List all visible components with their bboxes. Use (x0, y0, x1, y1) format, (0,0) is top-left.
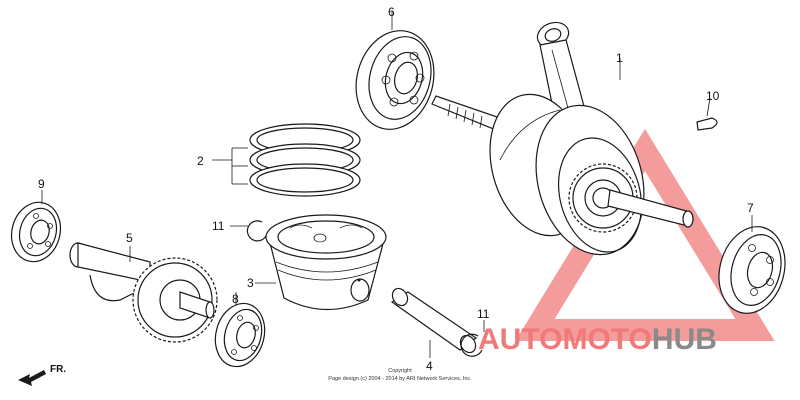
piston-part-3[interactable] (255, 214, 387, 311)
callout-7: 7 (747, 201, 754, 215)
front-direction-arrow: FR. (18, 364, 66, 386)
bearing-part-8[interactable] (209, 292, 272, 372)
callout-10: 10 (706, 89, 720, 103)
callout-11-lower: 11 (477, 307, 490, 321)
callout-8: 8 (232, 292, 239, 306)
callout-3: 3 (247, 276, 254, 290)
bearing-part-9[interactable] (5, 190, 67, 267)
piston-rings-part-2[interactable] (212, 123, 361, 197)
balancer-shaft-part-5[interactable] (69, 242, 218, 343)
callout-11-upper: 11 (212, 219, 225, 233)
front-direction-label: FR. (50, 364, 66, 375)
bearing-part-7[interactable] (710, 215, 795, 321)
piston-pin-clip-part-11[interactable] (230, 220, 267, 242)
callout-9: 9 (38, 177, 45, 191)
copyright-line-2: Page design (c) 2004 - 2014 by ARI Netwo… (328, 376, 472, 382)
callout-5: 5 (126, 231, 133, 245)
callout-6: 6 (388, 5, 395, 19)
copyright-line-1: Copyright (388, 368, 412, 374)
watermark-text-primary: AUTOMOTOHUB (478, 323, 717, 356)
bearing-part-6[interactable] (345, 12, 444, 138)
callout-4: 4 (426, 359, 433, 373)
watermark-text: AUTOMOTOHUB (478, 323, 717, 356)
copyright-notice: Copyright Page design (c) 2004 - 2014 by… (328, 368, 472, 382)
callout-2: 2 (197, 154, 204, 168)
woodruff-key-part-10[interactable] (696, 97, 718, 131)
callout-numbers: 1 2 3 4 5 6 7 8 9 10 11 11 (38, 5, 754, 373)
piston-pin-part-4[interactable] (389, 286, 478, 358)
piston-pin-clip-part-11-lower[interactable] (460, 320, 485, 357)
crankshaft-part-1[interactable] (431, 18, 694, 267)
callout-1: 1 (616, 51, 623, 65)
